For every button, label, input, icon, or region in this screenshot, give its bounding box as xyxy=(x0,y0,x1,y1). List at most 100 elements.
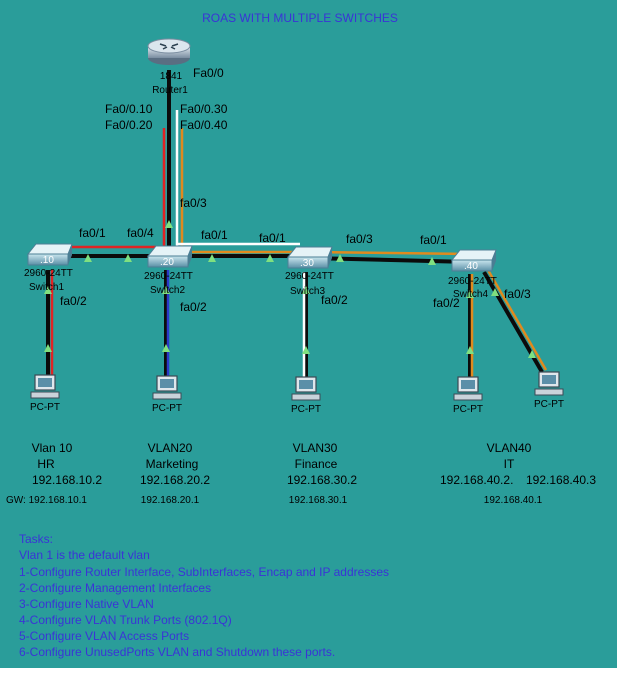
link-up-indicator xyxy=(44,344,52,352)
task-item: 6-Configure UnusedPorts VLAN and Shutdow… xyxy=(19,645,335,659)
link-up-indicator xyxy=(162,286,170,294)
port-label-sw4-down1: fa0/2 xyxy=(433,296,460,310)
pc-label: PC-PT xyxy=(534,399,564,410)
switch-model: 2960-24TT xyxy=(448,276,497,287)
vlan-info: Vlan 10 HR 192.168.10.2 GW: 192.168.10.1… xyxy=(6,441,596,506)
link-switch3-switch4 xyxy=(309,256,471,264)
pc-screen xyxy=(160,379,174,388)
switch-model: 2960-24TT xyxy=(144,271,193,282)
pc-base xyxy=(291,393,321,401)
port-label-sw1-right: fa0/1 xyxy=(79,226,106,240)
port-label-sw2-right: fa0/1 xyxy=(201,228,228,242)
vlan40-access-line-pc5 xyxy=(486,269,548,371)
router-node[interactable]: 1841 Router1 Fa0/0 xyxy=(147,38,224,96)
port-label-sw3-right: fa0/3 xyxy=(346,232,373,246)
vlan-department: Marketing xyxy=(146,457,199,471)
link-up-indicator xyxy=(124,254,132,262)
link-up-indicator xyxy=(302,286,310,294)
pc-node-5[interactable]: PC-PT xyxy=(534,371,564,410)
pc-label: PC-PT xyxy=(30,402,60,413)
subinterface-vlan20: Fa0/0.20 xyxy=(105,118,153,132)
vlan-department: IT xyxy=(504,457,515,471)
vlan-host-ip: 192.168.30.2 xyxy=(287,473,357,487)
port-label-sw2-uplink: fa0/3 xyxy=(180,196,207,210)
pc-nodes: PC-PT PC-PT PC-PT PC-PT PC-PT xyxy=(30,371,564,415)
switch-icon xyxy=(146,245,193,257)
subinterface-vlan40: Fa0/0.40 xyxy=(180,118,228,132)
vlan40-line-sw3-sw4 xyxy=(309,250,471,256)
vlan-host-ip-2: 192.168.40.3 xyxy=(526,473,596,487)
switch-model: 2960-24TT xyxy=(24,268,73,279)
pc-node-3[interactable]: PC-PT xyxy=(291,376,321,415)
vlan-gateway: 192.168.30.1 xyxy=(289,495,348,506)
pc-node-2[interactable]: PC-PT xyxy=(152,375,182,414)
link-up-indicator xyxy=(428,257,436,265)
port-label-sw4-down2: fa0/3 xyxy=(504,287,531,301)
task-item: 3-Configure Native VLAN xyxy=(19,597,154,611)
router-model: 1841 xyxy=(160,71,183,82)
link-up-indicator xyxy=(466,346,474,354)
task-item: 1-Configure Router Interface, SubInterfa… xyxy=(19,565,389,579)
switch-name: Switch1 xyxy=(29,282,64,293)
pc-base xyxy=(453,393,483,401)
switch-badge: .30 xyxy=(300,258,314,269)
vlan-gateway: 192.168.20.1 xyxy=(141,495,200,506)
pc-node-1[interactable]: PC-PT xyxy=(30,374,60,413)
vlan-gateway: 192.168.40.1 xyxy=(484,495,543,506)
link-up-indicator xyxy=(84,254,92,262)
link-up-indicator xyxy=(336,254,344,262)
vlan-department: Finance xyxy=(295,457,338,471)
link-up-indicator xyxy=(208,254,216,262)
switch-node-4[interactable]: .40 2960-24TT Switch4 xyxy=(448,249,497,300)
pc-label: PC-PT xyxy=(291,404,321,415)
task-item: Vlan 1 is the default vlan xyxy=(19,548,150,562)
link-up-indicator xyxy=(44,286,52,294)
pc-base xyxy=(534,388,564,396)
switch-badge: .10 xyxy=(40,255,54,266)
pc-label: PC-PT xyxy=(453,404,483,415)
link-up-indicator xyxy=(266,254,274,262)
port-label-sw1-down: fa0/2 xyxy=(60,294,87,308)
link-up-indicator xyxy=(302,346,310,354)
pc-node-4[interactable]: PC-PT xyxy=(453,376,483,415)
pc-screen xyxy=(38,378,52,387)
switch-node-2[interactable]: .20 2960-24TT Switch2 xyxy=(144,245,193,296)
switch-icon-side xyxy=(188,246,192,267)
vlan-name: VLAN40 xyxy=(487,441,532,455)
router-name: Router1 xyxy=(152,85,188,96)
router-port-label: Fa0/0 xyxy=(193,66,224,80)
switch-model: 2960-24TT xyxy=(285,271,334,282)
pc-screen xyxy=(299,380,313,389)
pc-screen xyxy=(542,375,556,384)
router-icon-top xyxy=(147,38,191,54)
port-label-sw2-left: fa0/4 xyxy=(127,226,154,240)
port-labels: fa0/3 fa0/1 fa0/4 fa0/1 fa0/1 fa0/3 fa0/… xyxy=(60,196,531,314)
port-label-sw2-down: fa0/2 xyxy=(180,300,207,314)
link-up-indicator xyxy=(491,288,499,296)
switch-icon xyxy=(26,243,73,255)
vlan-name: VLAN30 xyxy=(293,441,338,455)
switch-icon xyxy=(286,246,333,258)
pc-base xyxy=(30,391,60,399)
task-item: 5-Configure VLAN Access Ports xyxy=(19,629,189,643)
switch-node-1[interactable]: .10 2960-24TT Switch1 xyxy=(24,243,73,293)
vlan-host-ip: 192.168.10.2 xyxy=(32,473,102,487)
task-item: 4-Configure VLAN Trunk Ports (802.1Q) xyxy=(19,613,232,627)
switch-name: Switch4 xyxy=(453,289,488,300)
link-up-indicator xyxy=(165,220,173,228)
task-item: 2-Configure Management Interfaces xyxy=(19,581,211,595)
vlan-host-ip: 192.168.20.2 xyxy=(140,473,210,487)
pc-label: PC-PT xyxy=(152,403,182,414)
switch-name: Switch2 xyxy=(150,285,185,296)
link-up-indicator xyxy=(162,344,170,352)
port-label-sw3-left: fa0/1 xyxy=(259,231,286,245)
vlan-host-ip: 192.168.40.2. xyxy=(440,473,513,487)
switch-node-3[interactable]: .30 2960-24TT Switch3 xyxy=(285,246,334,297)
switch-icon-side xyxy=(68,244,72,265)
switch-name: Switch3 xyxy=(290,286,325,297)
port-label-sw3-down: fa0/2 xyxy=(321,293,348,307)
task-list: Tasks: Vlan 1 is the default vlan 1-Conf… xyxy=(19,532,389,659)
tasks-heading: Tasks: xyxy=(19,532,53,546)
vlan-department: HR xyxy=(37,457,55,471)
